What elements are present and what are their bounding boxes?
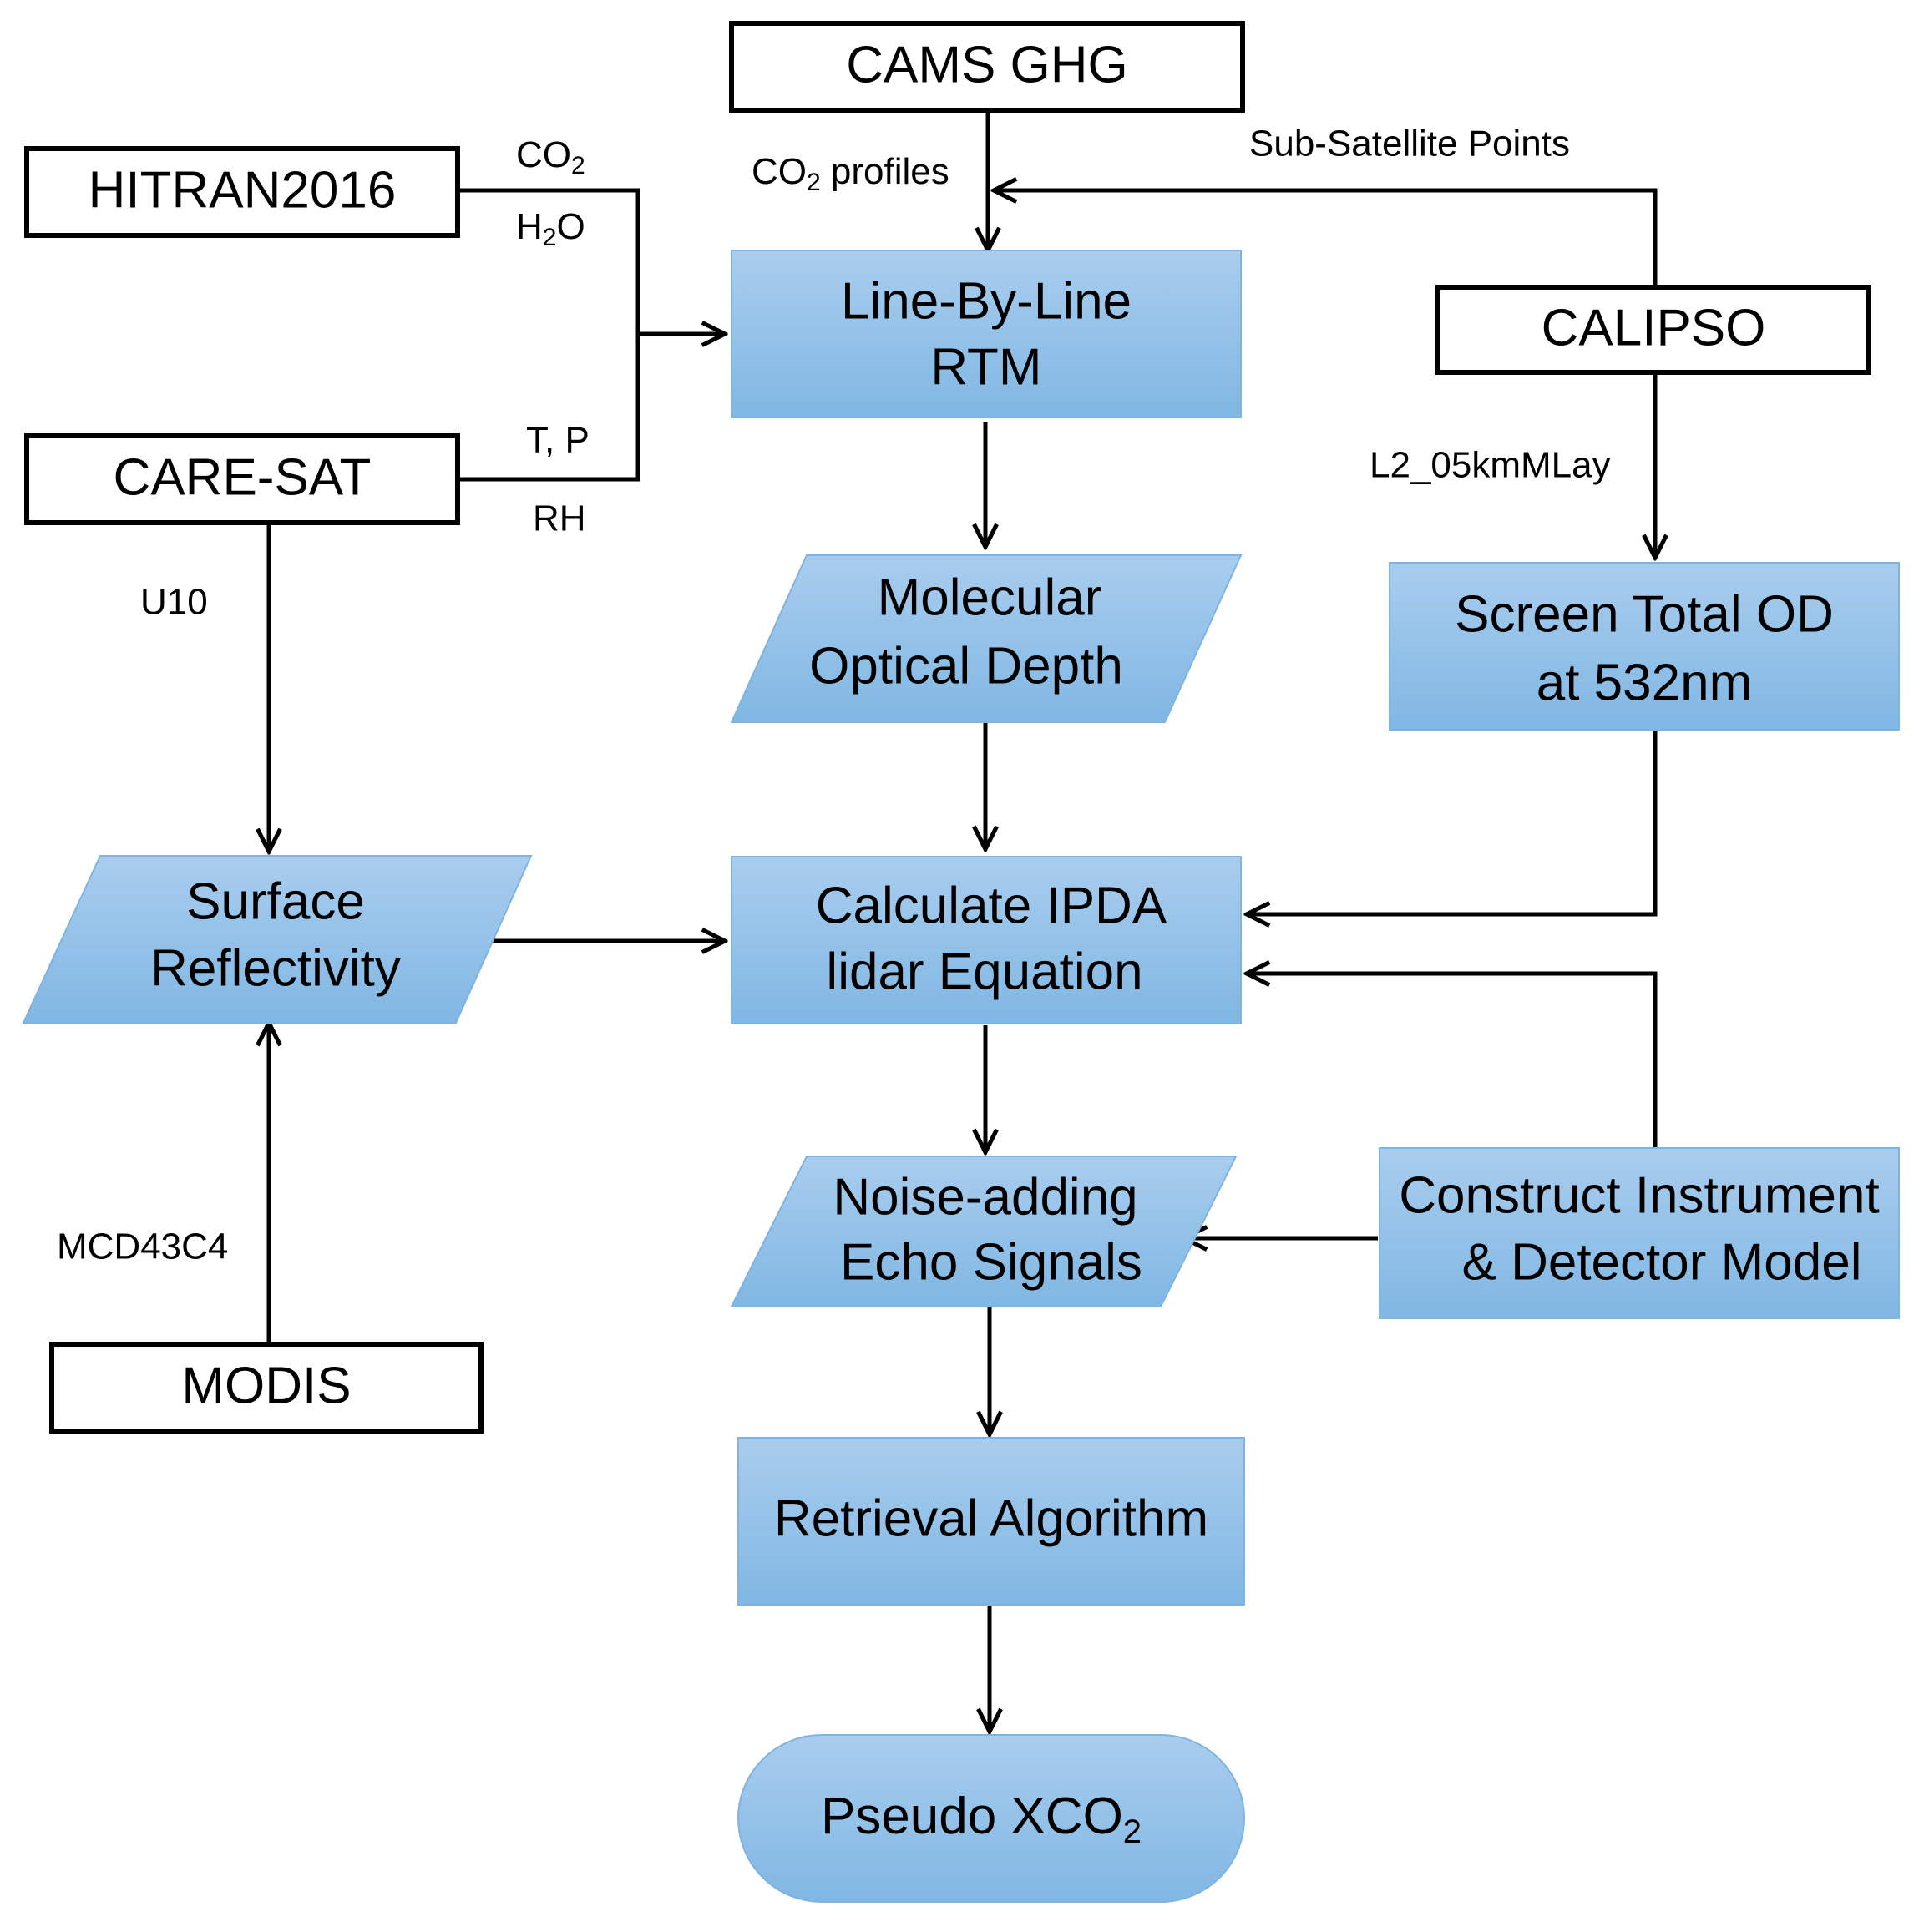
ipda-label-1: Calculate IPDA [816,877,1167,934]
edge-label-co2-profiles: CO2 profiles [752,151,949,196]
care-sat-label: CARE-SAT [114,448,372,506]
connector-care-sat [458,334,640,482]
noise-label-2: Echo Signals [840,1233,1142,1291]
process-node-calculate-ipda: Calculate IPDA lidar Equation [731,856,1242,1024]
line-by-line-label-2: RTM [930,338,1041,396]
arrow-screen-to-ipda [1247,729,1658,914]
process-node-retrieval-algorithm: Retrieval Algorithm [737,1437,1245,1606]
noise-label-1: Noise-adding [833,1168,1137,1226]
source-node-hitran: HITRAN2016 [24,146,460,238]
terminal-node-pseudo-xco2: Pseudo XCO2 [737,1734,1245,1903]
molecular-od-label-1: Molecular [878,569,1102,626]
edge-label-co2: CO2 [516,134,585,180]
construct-label-1: Construct Instrument [1399,1166,1879,1224]
screen-od-label-2: at 532nm [1537,654,1753,711]
process-node-line-by-line: Line-By-Line RTM [731,250,1242,418]
edge-label-tp: T, P [526,420,590,461]
calipso-label: CALIPSO [1542,299,1766,357]
process-node-screen-total-od: Screen Total OD at 532nm [1389,562,1900,731]
edge-label-u10: U10 [140,582,208,623]
process-node-surface-reflectivity: Surface Reflectivity [22,855,533,1024]
edge-label-rh: RH [533,498,586,539]
pseudo-xco2-label: Pseudo XCO2 [821,1788,1142,1849]
screen-od-label-1: Screen Total OD [1455,585,1834,643]
construct-label-2: & Detector Model [1462,1233,1862,1291]
edge-label-sub-satellite: Sub-Satellite Points [1249,124,1570,164]
edge-label-h2o: H2O [516,206,585,251]
process-node-noise-adding: Noise-adding Echo Signals [730,1156,1238,1307]
line-by-line-label-1: Line-By-Line [841,272,1132,330]
process-node-construct-instrument: Construct Instrument & Detector Model [1379,1147,1900,1319]
cams-ghg-label: CAMS GHG [846,36,1128,94]
process-node-molecular-od: Molecular Optical Depth [730,554,1243,723]
retrieval-label: Retrieval Algorithm [774,1489,1208,1547]
ipda-label-2: lidar Equation [826,943,1142,1000]
surface-label-2: Reflectivity [150,939,401,997]
connectors [269,110,1655,1732]
source-node-modis: MODIS [49,1342,484,1434]
edge-label-l2: L2_05kmMLay [1370,445,1611,486]
edge-label-mcd43c4: MCD43C4 [57,1226,228,1267]
modis-label: MODIS [181,1357,351,1414]
arrow-construct-to-ipda [1247,974,1658,1148]
molecular-od-label-2: Optical Depth [809,637,1123,695]
source-node-care-sat: CARE-SAT [24,433,460,525]
source-node-cams: CAMS GHG [729,21,1245,113]
surface-label-1: Surface [186,872,365,930]
source-node-calipso: CALIPSO [1435,285,1871,375]
connector-hitran [458,188,640,334]
arrow-calipso-subsat [994,190,1658,287]
hitran-label: HITRAN2016 [89,161,397,219]
